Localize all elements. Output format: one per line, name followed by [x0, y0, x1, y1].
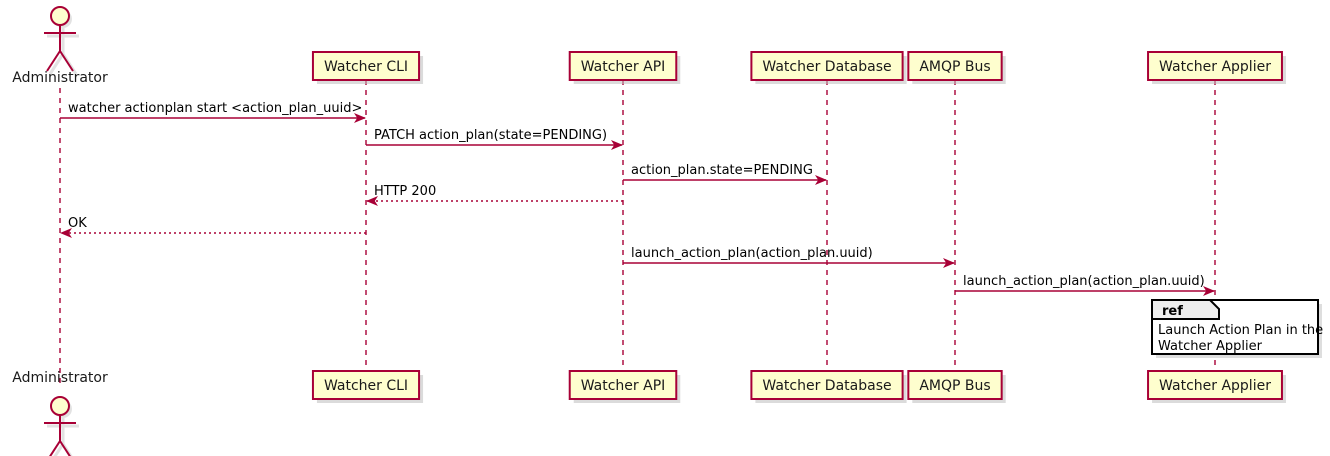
participant-box-watcher-api-top[interactable]: Watcher API	[568, 51, 681, 84]
ref-body-line-2: Watcher Applier	[1158, 339, 1263, 354]
message-2[interactable]: PATCH action_plan(state=PENDING)	[366, 128, 623, 150]
participant-box-label: AMQP Bus	[919, 378, 990, 394]
message-label: HTTP 200	[374, 184, 436, 199]
message-3[interactable]: action_plan.state=PENDING	[623, 163, 827, 185]
actor-leg-right-icon	[59, 440, 71, 456]
ref-tag-shape	[1151, 299, 1220, 320]
message-6[interactable]: launch_action_plan(action_plan.uuid)	[623, 246, 955, 268]
participant-box-label: Watcher CLI	[324, 378, 408, 394]
participant-box-label: Watcher Applier	[1159, 378, 1271, 394]
actor-head-icon	[50, 396, 70, 416]
actor-head-icon	[50, 6, 70, 26]
actor-leg-left-icon	[46, 50, 61, 72]
actor-leg-right-icon	[59, 50, 74, 72]
messages-group: watcher actionplan start <action_plan_uu…	[60, 101, 1215, 296]
message-label: OK	[68, 216, 87, 231]
participant-box-label: Watcher Database	[762, 59, 891, 75]
participant-box-rect	[750, 370, 904, 400]
participant-box-rect	[1147, 370, 1283, 400]
participant-box-amqp-bus-bottom[interactable]: AMQP Bus	[907, 370, 1006, 403]
participant-box-rect	[311, 51, 421, 81]
participant-heads-group: Administrator Watcher CLI Watcher API Watch…	[12, 6, 1286, 86]
participant-box-rect	[907, 51, 1003, 81]
message-label: action_plan.state=PENDING	[631, 163, 813, 178]
message-label: launch_action_plan(action_plan.uuid)	[963, 274, 1205, 289]
participant-box-label: AMQP Bus	[919, 59, 990, 75]
participant-box-label: Watcher Applier	[1159, 59, 1271, 75]
message-1[interactable]: watcher actionplan start <action_plan_uu…	[60, 101, 366, 123]
participant-box-watcher-applier-top[interactable]: Watcher Applier	[1147, 51, 1286, 84]
participant-box-rect	[311, 370, 421, 400]
participant-box-watcher-cli-bottom[interactable]: Watcher CLI	[311, 370, 424, 403]
participant-box-rect	[568, 370, 678, 400]
participant-box-watcher-applier-bottom[interactable]: Watcher Applier	[1147, 370, 1286, 403]
actor-administrator-bottom: Administrator	[12, 370, 108, 456]
actor-leg-left-icon	[49, 440, 61, 456]
message-label: launch_action_plan(action_plan.uuid)	[631, 246, 873, 261]
participant-box-rect	[568, 51, 678, 81]
participant-box-watcher-cli-top[interactable]: Watcher CLI	[311, 51, 424, 84]
message-5[interactable]: OK	[60, 216, 366, 238]
participant-box-amqp-bus-top[interactable]: AMQP Bus	[907, 51, 1006, 84]
message-label: watcher actionplan start <action_plan_uu…	[68, 101, 362, 116]
ref-tag-label-text: ref	[1162, 304, 1183, 319]
participant-box-label: Watcher API	[581, 59, 666, 75]
lifelines-group	[59, 80, 1216, 388]
participant-box-rect	[907, 370, 1003, 400]
actor-label-administrator: Administrator	[12, 70, 108, 86]
participant-box-label: Watcher API	[581, 378, 666, 394]
actor-administrator-top: Administrator	[12, 6, 108, 86]
participant-box-rect	[1147, 51, 1283, 81]
message-7[interactable]: launch_action_plan(action_plan.uuid)	[955, 274, 1215, 296]
participant-box-label: Watcher CLI	[324, 59, 408, 75]
actor-label-administrator: Administrator	[12, 370, 108, 386]
participant-box-watcher-database-bottom[interactable]: Watcher Database	[750, 370, 907, 403]
participant-box-watcher-api-bottom[interactable]: Watcher API	[568, 370, 681, 403]
participant-box-rect	[750, 51, 904, 81]
participant-box-watcher-database-top[interactable]: Watcher Database	[750, 51, 907, 84]
message-4[interactable]: HTTP 200	[366, 184, 623, 206]
participant-box-label: Watcher Database	[762, 378, 891, 394]
ref-body-line-1: Launch Action Plan in the	[1158, 323, 1323, 338]
message-label: PATCH action_plan(state=PENDING)	[374, 128, 607, 143]
